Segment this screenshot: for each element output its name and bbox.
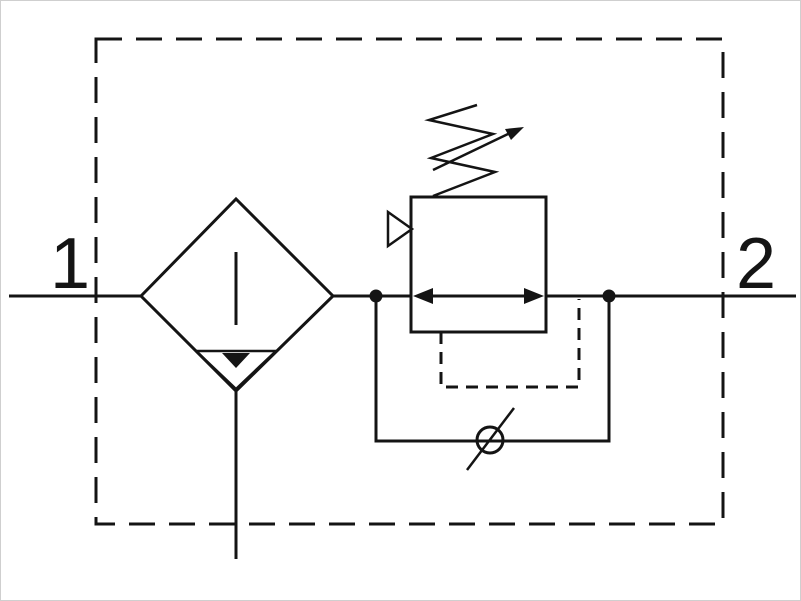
regulator-arrowhead-left	[413, 288, 433, 304]
regulator-body	[409, 195, 548, 334]
check-valve-ball	[475, 425, 505, 455]
regulator-arrowhead-right	[524, 288, 544, 304]
spring-arrowhead	[505, 127, 524, 140]
check-valve-seat	[466, 407, 515, 471]
port-1-label: 1	[50, 224, 90, 304]
spring-icon	[424, 103, 500, 198]
relief-vent-triangle	[386, 209, 415, 249]
filter-condensate-fill	[222, 353, 250, 368]
diagram-root: 1 2	[9, 37, 796, 559]
filter-drain-triangle	[195, 350, 277, 391]
spring-adjust-arrow	[432, 132, 509, 172]
bypass-line	[374, 296, 611, 443]
pilot-line	[439, 299, 581, 389]
port-2-label: 2	[736, 224, 776, 304]
enclosure-border	[94, 37, 725, 526]
